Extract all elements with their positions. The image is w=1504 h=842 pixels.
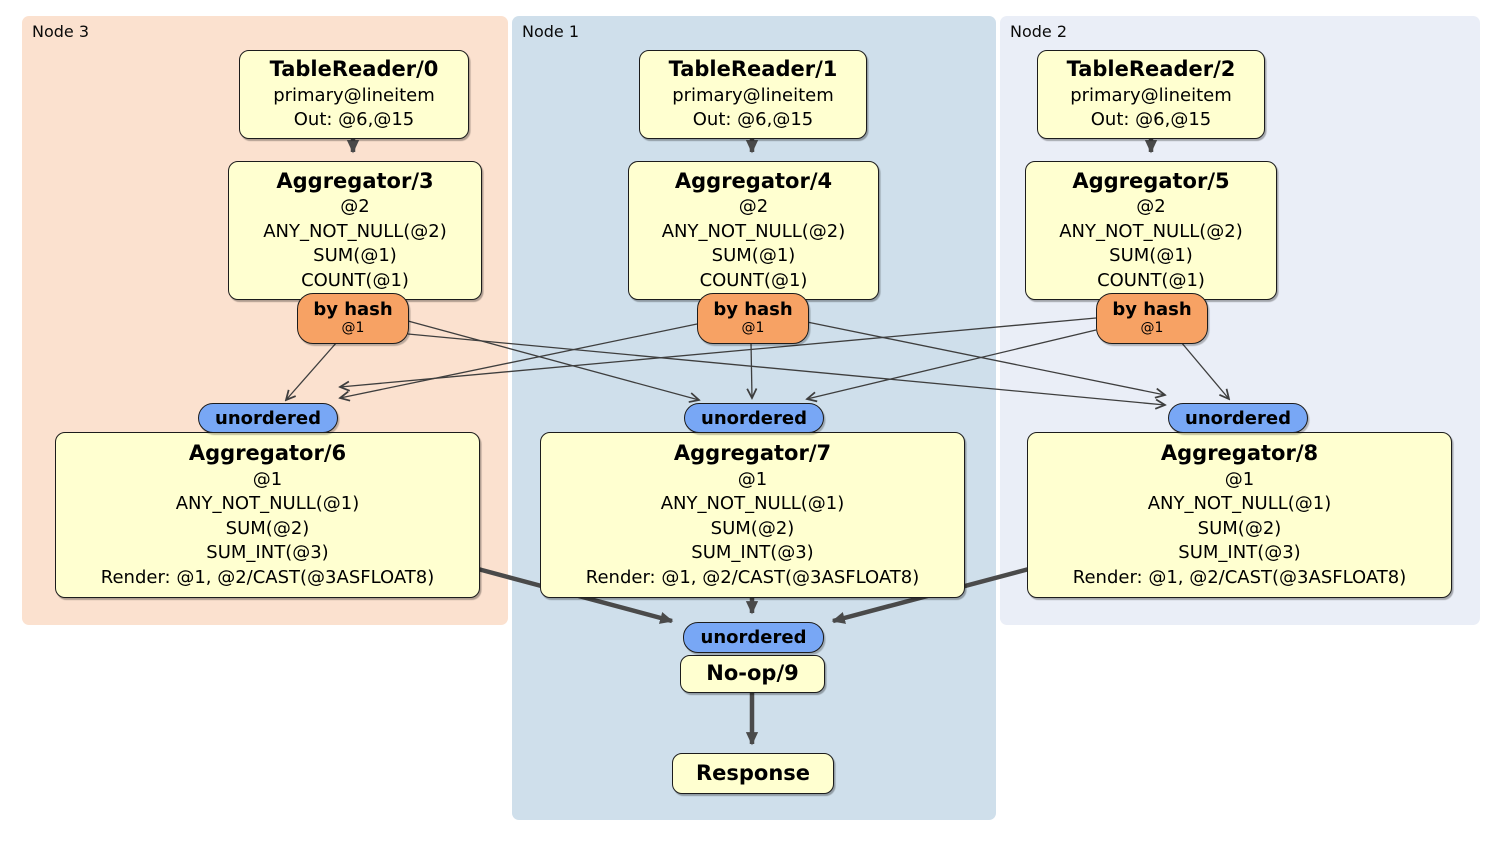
processor-title: Aggregator/8: [1160, 440, 1319, 465]
processor-detail: SUM(@2): [1197, 517, 1282, 539]
processor-aggregator-3: Aggregator/3 @2 ANY_NOT_NULL(@2) SUM(@1)…: [228, 161, 482, 300]
router-by-hash-node1: by hash @1: [697, 293, 809, 344]
router-label: by hash: [313, 298, 393, 320]
processor-tablereader-2: TableReader/2 primary@lineitem Out: @6,@…: [1037, 50, 1265, 139]
processor-detail: ANY_NOT_NULL(@2): [661, 220, 846, 242]
processor-detail: SUM(@1): [313, 245, 397, 267]
processor-detail: Render: @1, @2/CAST(@3ASFLOAT8): [585, 566, 920, 588]
processor-detail: SUM(@1): [1109, 245, 1193, 267]
processor-title: Aggregator/7: [673, 440, 832, 465]
processor-detail: Out: @6,@15: [692, 109, 814, 131]
edge-hash4-sync8: [806, 321, 1165, 395]
processor-title: TableReader/1: [668, 57, 838, 82]
sync-unordered-aggregator8: unordered: [1168, 403, 1308, 433]
processor-aggregator-5: Aggregator/5 @2 ANY_NOT_NULL(@2) SUM(@1)…: [1025, 161, 1277, 300]
processor-detail: SUM_INT(@3): [206, 542, 329, 564]
processor-tablereader-1: TableReader/1 primary@lineitem Out: @6,@…: [639, 50, 867, 139]
processor-title: Response: [695, 760, 811, 785]
processor-aggregator-4: Aggregator/4 @2 ANY_NOT_NULL(@2) SUM(@1)…: [628, 161, 879, 300]
edge-hash5-sync6: [340, 317, 1097, 387]
processor-title: TableReader/0: [269, 57, 439, 82]
sync-unordered-noop9: unordered: [683, 622, 824, 653]
processor-title: Aggregator/6: [188, 440, 347, 465]
processor-aggregator-7: Aggregator/7 @1 ANY_NOT_NULL(@1) SUM(@2)…: [540, 432, 965, 598]
processor-title: Aggregator/3: [276, 168, 434, 193]
processor-detail: SUM(@1): [711, 245, 796, 267]
processor-detail: ANY_NOT_NULL(@2): [263, 220, 447, 242]
edge-hash3-sync8: [407, 333, 1165, 405]
sync-unordered-aggregator7: unordered: [684, 403, 824, 433]
processor-detail: SUM_INT(@3): [1178, 542, 1301, 564]
processor-aggregator-8: Aggregator/8 @1 ANY_NOT_NULL(@1) SUM(@2)…: [1027, 432, 1452, 598]
processor-detail: Out: @6,@15: [1090, 109, 1212, 131]
processor-tablereader-0: TableReader/0 primary@lineitem Out: @6,@…: [239, 50, 469, 139]
processor-detail: @1: [737, 468, 768, 490]
processor-title: No-op/9: [706, 661, 799, 686]
router-by-hash-node2: by hash @1: [1096, 293, 1208, 344]
processor-detail: @2: [340, 196, 370, 218]
processor-response: Response: [672, 753, 834, 794]
region-node-3-label: Node 3: [32, 22, 90, 41]
processor-detail: ANY_NOT_NULL(@1): [175, 493, 360, 515]
edge-hash4-sync7: [751, 341, 752, 398]
processor-detail: COUNT(@1): [301, 269, 409, 291]
processor-detail: SUM(@2): [710, 517, 795, 539]
processor-title: Aggregator/5: [1072, 168, 1230, 193]
edge-hash3-sync6: [286, 341, 338, 400]
processor-detail: primary@lineitem: [1070, 84, 1232, 106]
processor-detail: ANY_NOT_NULL(@1): [1147, 493, 1332, 515]
processor-detail: @2: [738, 196, 769, 218]
processor-aggregator-6: Aggregator/6 @1 ANY_NOT_NULL(@1) SUM(@2)…: [55, 432, 480, 598]
sync-unordered-aggregator6: unordered: [198, 403, 338, 433]
processor-detail: primary@lineitem: [672, 84, 834, 106]
processor-detail: COUNT(@1): [699, 269, 808, 291]
region-node-2-label: Node 2: [1010, 22, 1068, 41]
edge-hash3-sync7: [407, 320, 699, 400]
router-detail: @1: [741, 320, 765, 337]
router-label: by hash: [1112, 298, 1192, 320]
sync-label: unordered: [701, 407, 807, 429]
processor-title: TableReader/2: [1066, 57, 1236, 82]
processor-detail: ANY_NOT_NULL(@2): [1059, 220, 1243, 242]
processor-detail: @2: [1136, 196, 1166, 218]
processor-detail: Render: @1, @2/CAST(@3ASFLOAT8): [1072, 566, 1407, 588]
processor-detail: primary@lineitem: [273, 84, 435, 106]
router-label: by hash: [713, 298, 793, 320]
processor-detail: ANY_NOT_NULL(@1): [660, 493, 845, 515]
processor-noop-9: No-op/9: [680, 655, 825, 693]
sync-label: unordered: [215, 407, 321, 429]
edge-hash5-sync7: [807, 329, 1097, 399]
processor-detail: @1: [1224, 468, 1255, 490]
region-node-1-label: Node 1: [522, 22, 580, 41]
processor-detail: SUM(@2): [225, 517, 310, 539]
router-detail: @1: [341, 320, 365, 337]
processor-detail: Render: @1, @2/CAST(@3ASFLOAT8): [100, 566, 435, 588]
processor-detail: COUNT(@1): [1097, 269, 1205, 291]
processor-detail: @1: [252, 468, 283, 490]
processor-detail: Out: @6,@15: [293, 109, 415, 131]
router-by-hash-node3: by hash @1: [297, 293, 409, 344]
edge-hash5-sync8: [1180, 341, 1229, 399]
edge-hash4-sync6: [340, 323, 698, 398]
sync-label: unordered: [700, 627, 807, 648]
processor-title: Aggregator/4: [674, 168, 833, 193]
sync-label: unordered: [1185, 407, 1291, 429]
router-detail: @1: [1140, 320, 1164, 337]
processor-detail: SUM_INT(@3): [691, 542, 814, 564]
